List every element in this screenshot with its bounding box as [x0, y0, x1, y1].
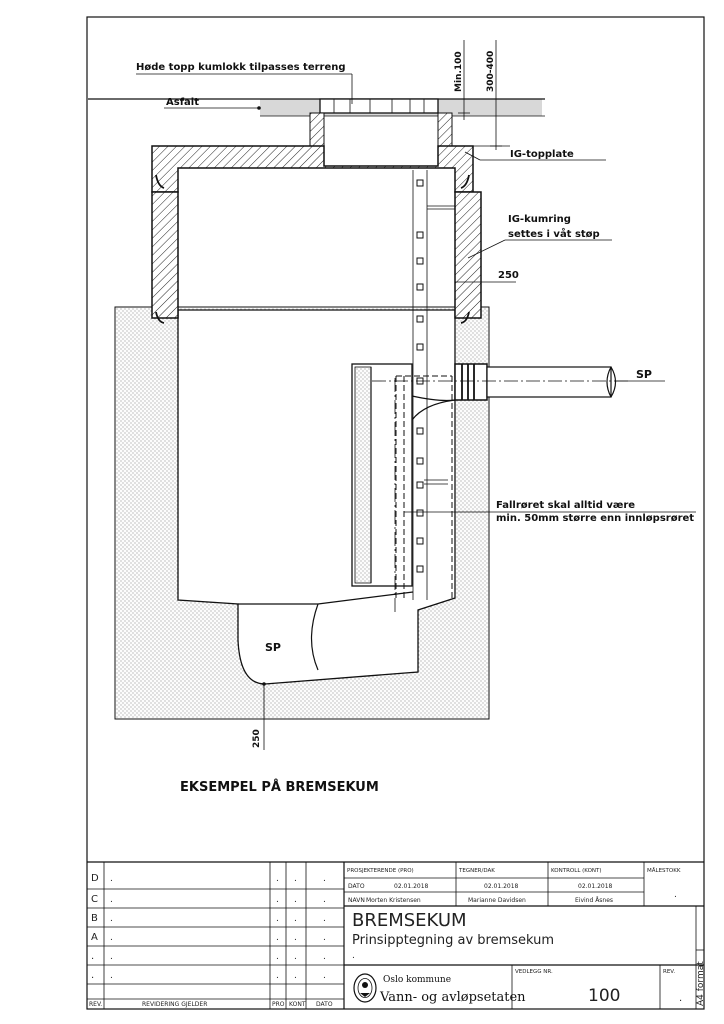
rev-row-letter: D — [91, 873, 99, 884]
drop-pipe — [351, 363, 456, 612]
rev-row-pro: . — [276, 933, 279, 943]
drop-pipe-note-line1: Fallrøret skal alltid være — [496, 500, 635, 511]
rev-row-pro: . — [276, 952, 279, 962]
navn-label: NAVN — [348, 897, 365, 904]
sheet-format: A4 format — [696, 961, 706, 1006]
rev-row-desc: . — [110, 874, 113, 884]
top-plate — [151, 145, 474, 193]
dak-date: 02.01.2018 — [484, 883, 519, 890]
revision-rows: D . . . . C . . . . B . . . . A . . . . … — [91, 873, 326, 981]
rev-row-kont: . — [294, 971, 297, 981]
org-department: Vann- og avløpsetaten — [379, 990, 526, 1005]
oslo-crest-icon — [353, 973, 377, 1003]
org-name: Oslo kommune — [383, 975, 451, 985]
annotation-lines — [136, 40, 696, 750]
rev-footer-kont: KONT — [289, 1001, 306, 1008]
min-100-dimension: Min.100 — [454, 51, 464, 92]
rev-row-pro: . — [276, 895, 279, 905]
rev-footer-desc: REVIDERING GJELDER — [142, 1001, 207, 1008]
kontroll-header: KONTROLL (KONT) — [551, 868, 602, 874]
kont-name: Eivind Åsnes — [575, 897, 613, 904]
rev-row-pro: . — [276, 914, 279, 924]
rev-footer-dato: DATO — [316, 1001, 333, 1008]
rev-row-letter: . — [91, 951, 94, 962]
rev-row-kont: . — [294, 933, 297, 943]
sheet-frame — [86, 16, 705, 1010]
rev-row-desc: . — [110, 971, 113, 981]
rev-row-letter: B — [91, 913, 98, 924]
rev-footer-rev: REV. — [89, 1001, 102, 1008]
drawing-title: BREMSEKUM — [352, 910, 467, 931]
scale-value: . — [674, 890, 677, 900]
rev-row-dato: . — [323, 933, 326, 943]
lid-height-note: Høde topp kumlokk tilpasses terreng — [136, 62, 346, 73]
rev-row-dato: . — [323, 895, 326, 905]
rev-row-pro: . — [276, 874, 279, 884]
rev-value: . — [679, 993, 682, 1004]
top-plate-label: IG-topplate — [510, 149, 574, 160]
pro-name: Morten Kristensen — [366, 897, 421, 904]
title-block: D . . . . C . . . . B . . . . A . . . . … — [87, 861, 706, 1009]
rev-row-kont: . — [294, 914, 297, 924]
drawing-area: Høde topp kumlokk tilpasses terreng Asfa… — [88, 40, 696, 795]
dato-label: DATO — [348, 883, 365, 890]
ring-label-line2: settes i våt støp — [508, 227, 600, 240]
drop-pipe-note-line2: min. 50mm større enn innløpsrøret — [496, 513, 694, 524]
outlet-pipe — [372, 363, 665, 401]
outlet-sp-label: SP — [636, 368, 652, 381]
bottom-sp-label: SP — [265, 641, 281, 654]
rev-footer-pro: PRO — [272, 1001, 285, 1008]
rev-row-desc: . — [110, 914, 113, 924]
rev-row-dato: . — [323, 874, 326, 884]
rev-row-letter: C — [91, 894, 98, 905]
drawing-subtitle: Prinsipptegning av bremsekum — [352, 933, 554, 948]
rev-row-dato: . — [323, 971, 326, 981]
ring-label-line1: IG-kumring — [508, 214, 571, 225]
rev-row-letter: . — [91, 970, 94, 981]
rev-row-pro: . — [276, 971, 279, 981]
prosjekterende-header: PROSJEKTERENDE (PRO) — [347, 868, 414, 874]
ring-wall-right — [454, 191, 482, 319]
vedlegg-number: 100 — [588, 986, 620, 1006]
ladder — [412, 170, 455, 600]
cover-depth-dimension: 300-400 — [486, 51, 496, 92]
bottom-dimension: 250 — [252, 729, 262, 748]
subtitle-extra: . — [352, 951, 355, 961]
rev-row-dato: . — [323, 914, 326, 924]
dak-name: Marianne Davidsen — [468, 897, 526, 904]
rev-row-kont: . — [294, 952, 297, 962]
kont-date: 02.01.2018 — [578, 883, 613, 890]
wall-thickness-dimension: 250 — [498, 270, 519, 281]
rev-row-letter: A — [91, 932, 98, 943]
rev-row-desc: . — [110, 895, 113, 905]
asphalt-label: Asfalt — [166, 97, 199, 108]
vedlegg-label: VEDLEGG NR. — [515, 969, 553, 975]
rev-row-desc: . — [110, 933, 113, 943]
tegner-header: TEGNER/DAK — [458, 868, 495, 874]
rev-row-kont: . — [294, 874, 297, 884]
rev-row-kont: . — [294, 895, 297, 905]
ring-wall-left — [151, 191, 179, 319]
malestokk-header: MÅLESTOKK — [647, 867, 681, 874]
drawing-caption: EKSEMPEL PÅ BREMSEKUM — [180, 779, 379, 795]
rev-row-dato: . — [323, 952, 326, 962]
rev-label: REV. — [663, 969, 675, 975]
manhole-lid — [309, 98, 453, 149]
rev-row-desc: . — [110, 952, 113, 962]
pro-date: 02.01.2018 — [394, 883, 429, 890]
